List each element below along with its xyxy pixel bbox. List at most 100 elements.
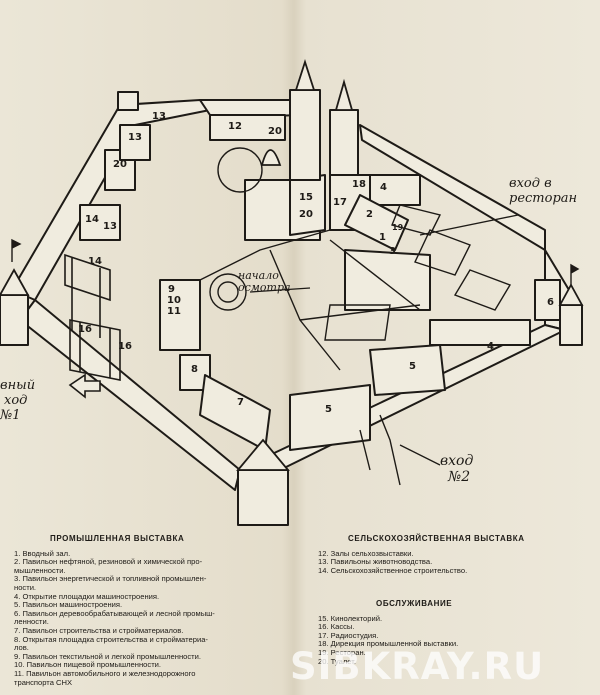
start-roundabout-inner <box>217 281 239 303</box>
path-network <box>199 229 421 371</box>
legend-agricultural-title: СЕЛЬСКОХОЗЯЙСТВЕННАЯ ВЫСТАВКА <box>348 534 525 543</box>
building-number: 11 <box>167 306 181 317</box>
building-number: 4 <box>487 341 494 352</box>
legend-service: ОБСЛУЖИВАНИЕ 15. Кинолекторий. 16. Кассы… <box>318 599 588 666</box>
exhibition-map <box>0 59 584 526</box>
tower-east <box>559 304 583 346</box>
tour-start-line1: начало <box>238 269 279 282</box>
building-number: 4 <box>380 182 387 193</box>
building-number: 14 <box>85 214 99 225</box>
legend-item: 9. Павильон текстильной и легкой промышл… <box>14 651 201 661</box>
building-number: 12 <box>228 121 242 132</box>
restaurant-entrance-line1: вход в <box>509 176 552 191</box>
legend-service-title: ОБСЛУЖИВАНИЕ <box>376 599 453 608</box>
open-plot-2 <box>453 269 512 311</box>
open-plot-4 <box>324 304 391 341</box>
second-entrance-label: вход №2 <box>440 453 473 485</box>
building-6 <box>534 279 561 321</box>
cathedral-annex <box>289 174 326 236</box>
second-entrance-leader <box>399 444 441 466</box>
building-1-3 <box>344 249 431 311</box>
tower-south <box>237 469 289 526</box>
building-number: 15 <box>299 192 313 203</box>
building-14-13-west <box>79 204 121 241</box>
legend-item: 4. Открытие площадки машиностроения. <box>14 591 160 601</box>
legend-item: 17. Радиостудия. <box>318 630 379 640</box>
main-dome-icon <box>260 149 282 166</box>
building-4-east <box>429 319 531 346</box>
building-4-north <box>369 174 421 206</box>
legend-item: 16. Кассы. <box>318 622 355 632</box>
tower-west-roof-icon <box>0 268 30 296</box>
building-number: 16 <box>118 341 132 352</box>
building-2-19 <box>344 194 409 251</box>
tower-south-roof-icon <box>236 438 290 471</box>
building-5-south <box>289 384 371 451</box>
legend-industrial-title: ПРОМЫШЛЕННАЯ ВЫСТАВКА <box>50 534 185 543</box>
building-9-10-11 <box>159 279 201 351</box>
building-number: 16 <box>78 324 92 335</box>
building-5-east <box>369 344 446 396</box>
cathedral-garden <box>217 147 263 193</box>
legend-item: 18. Дирекция промышленной выставки. <box>318 639 459 649</box>
fortress-wall-northwest <box>11 99 211 301</box>
building-number: 20 <box>268 126 282 137</box>
legend-item: 14. Сельскохозяйственное строительство. <box>318 565 468 575</box>
legend-item: 12. Залы сельхозвыставки. <box>318 548 414 558</box>
second-entrance-word: вход <box>440 453 474 469</box>
main-entrance-arrow-icon <box>68 373 101 399</box>
building-number: 3 <box>389 246 396 257</box>
open-plot-3 <box>391 204 442 236</box>
building-number: 20 <box>299 209 313 220</box>
legend-item: 20. Туалет. <box>318 656 356 666</box>
building-12-20 <box>209 114 286 141</box>
building-number: 17 <box>333 197 347 208</box>
restaurant-entrance-line2: ресторан <box>509 191 578 206</box>
building-13-west <box>119 124 151 161</box>
building-number: 6 <box>547 297 554 308</box>
sculpture-16 <box>69 319 121 381</box>
building-number: 5 <box>409 361 416 372</box>
tower-east-roof-icon <box>558 283 584 306</box>
flag-east-icon <box>570 263 580 285</box>
legend-item: 11. Павильон автомобильного и железнодор… <box>14 668 196 687</box>
legend-agricultural: СЕЛЬСКОХОЗЯЙСТВЕННАЯ ВЫСТАВКА 12. Залы с… <box>318 534 588 575</box>
main-entrance-label: вный ход №1 <box>0 378 35 423</box>
bell-tower <box>289 89 321 181</box>
tour-start-leader <box>249 287 311 293</box>
legend-item: 1. Вводный зал. <box>14 548 71 558</box>
gate-tower-spire-icon <box>334 78 354 111</box>
tour-start-label: начало осмотра <box>238 270 291 294</box>
building-number: 14 <box>88 256 102 267</box>
tower-west <box>0 294 29 346</box>
building-number: 5 <box>325 404 332 415</box>
building-7 <box>199 374 271 451</box>
legend-item: 7. Павильон строительства и стройматериа… <box>14 625 184 635</box>
bell-tower-spire-icon <box>294 59 316 91</box>
building-number: 13 <box>128 132 142 143</box>
building-number: 9 <box>168 284 175 295</box>
legend-item: 19. Ресторан. <box>318 647 366 657</box>
building-number: 18 <box>352 179 366 190</box>
watermark: SIBKRAY.RU <box>290 645 545 688</box>
restaurant-entrance-label: вход в ресторан <box>509 176 577 206</box>
open-plot-1 <box>414 229 471 276</box>
tour-start-line2: осмотра <box>238 281 291 294</box>
building-number: 13 <box>152 111 166 122</box>
building-number: 8 <box>191 364 198 375</box>
restaurant-entrance-leader <box>419 214 519 236</box>
legend-item: 8. Открытая площадка строительства и стр… <box>14 634 208 653</box>
main-entrance-word: ход <box>4 393 28 408</box>
building-number: 20 <box>113 159 127 170</box>
main-entrance-prefix: вный <box>0 378 36 393</box>
legend-item: 5. Павильон машиностроения. <box>14 600 123 610</box>
main-entrance-number: №1 <box>0 408 21 423</box>
building-number: 7 <box>237 397 244 408</box>
legend-item: 3. Павильон энергетической и топливной п… <box>14 574 207 592</box>
building-number: 19 <box>392 223 404 232</box>
building-number: 1 <box>379 232 386 243</box>
legend-industrial: ПРОМЫШЛЕННАЯ ВЫСТАВКА 1. Вводный зал. 2.… <box>14 534 284 687</box>
building-number: 10 <box>167 295 181 306</box>
start-roundabout <box>209 273 247 311</box>
tower-northwest <box>117 91 139 111</box>
